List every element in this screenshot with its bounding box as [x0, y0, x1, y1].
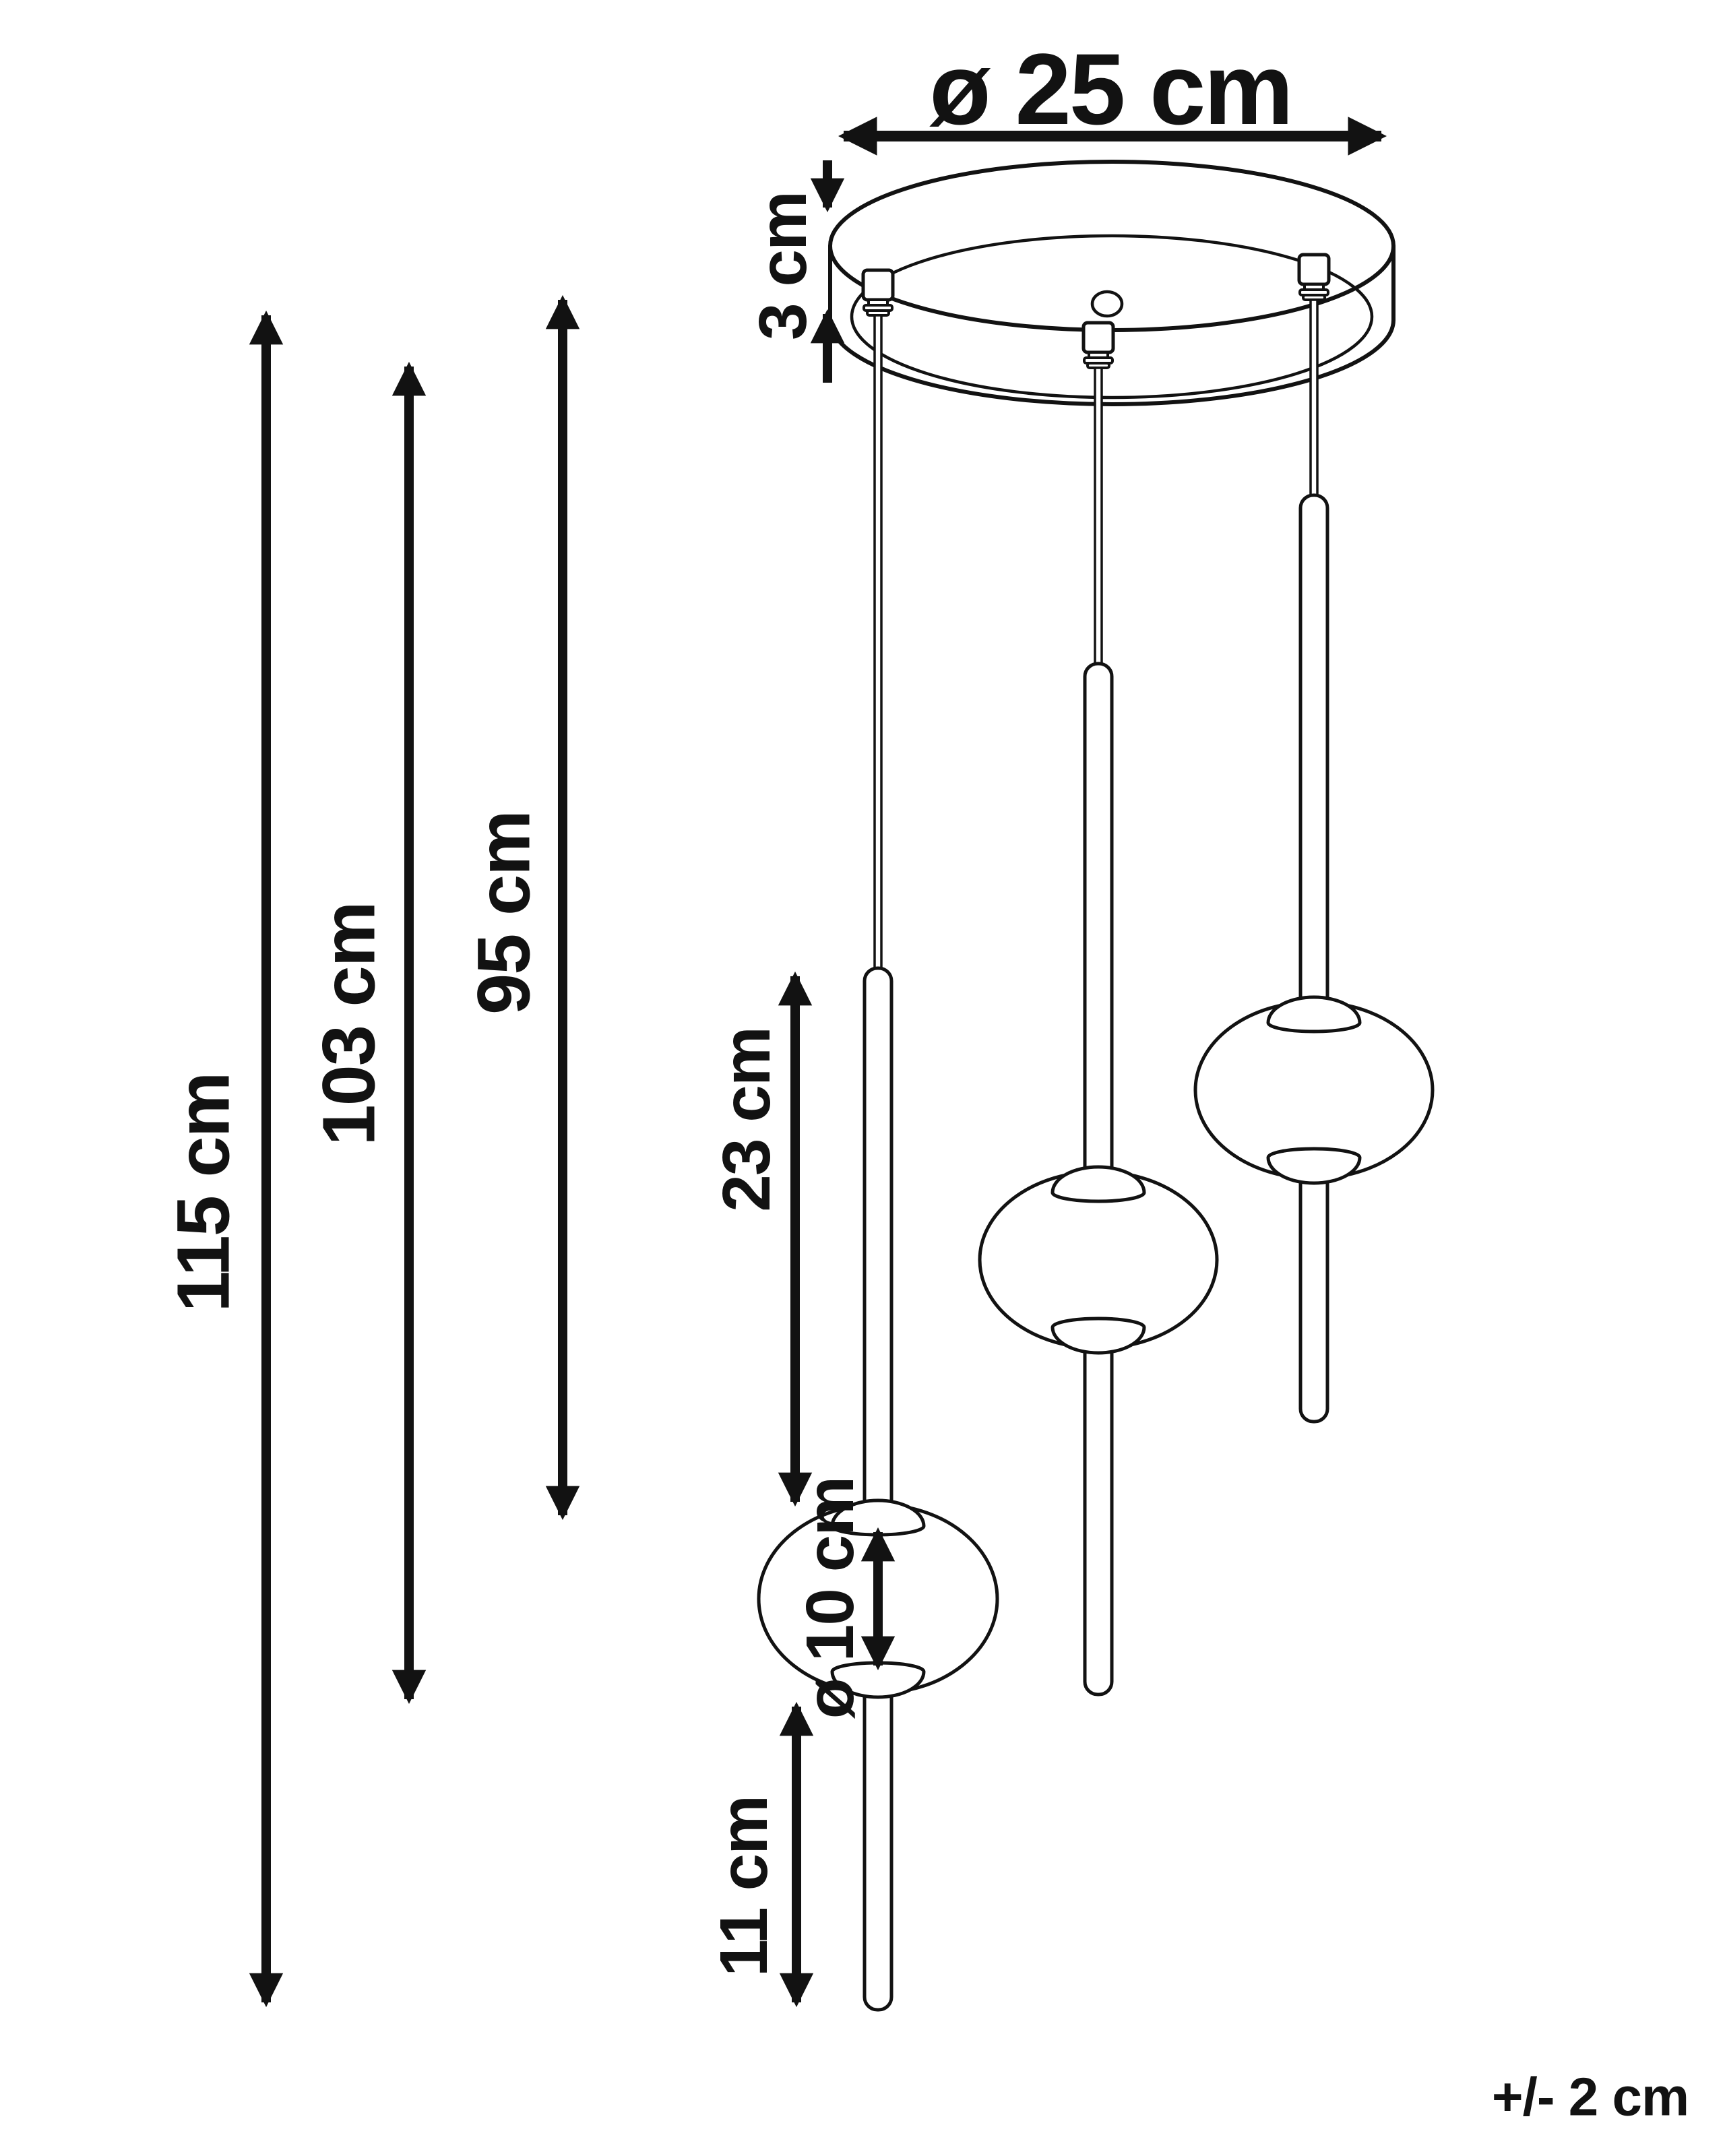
- dim-label-rod-below-globe: 11 cm: [706, 1796, 782, 1977]
- pendant-center-lower-rod: [1083, 1339, 1114, 1697]
- dim-label-canopy-height: 3 cm: [745, 192, 821, 340]
- pendant-center: [978, 662, 1219, 1697]
- canopy-top-rim: [828, 160, 1395, 332]
- pendant-right-globe-top-cap: [1266, 995, 1362, 1034]
- pendant-left: [757, 966, 999, 2012]
- suspension-cord-left: [873, 314, 883, 974]
- pendant-center-globe-bottom-cap: [1050, 1317, 1146, 1355]
- cord-grip-right: [1297, 253, 1331, 301]
- pendant-left-lower-rod: [862, 1679, 893, 2012]
- suspension-cord-right: [1309, 298, 1319, 501]
- pendant-center-upper-rod: [1083, 662, 1114, 1184]
- pendant-right-lower-rod: [1298, 1169, 1329, 1424]
- dim-label-rod-above-globe: 23 cm: [709, 1027, 784, 1212]
- dim-label-drop-longest: 115 cm: [162, 1073, 245, 1312]
- pendant-right-globe-bottom-cap: [1266, 1147, 1362, 1185]
- pendant-left-upper-rod: [862, 966, 893, 1525]
- dim-label-canopy-diameter: ø 25 cm: [929, 32, 1292, 146]
- canopy-bottom-face: [850, 234, 1374, 400]
- pendant-right: [1193, 493, 1435, 1424]
- dim-label-drop-shortest: 95 cm: [463, 811, 546, 1015]
- pendant-center-globe-top-cap: [1050, 1165, 1146, 1203]
- suspension-cord-center: [1094, 367, 1103, 669]
- canopy-mounting-hole: [1090, 290, 1124, 318]
- dim-label-drop-middle: 103 cm: [308, 902, 391, 1145]
- cord-grip-left: [861, 268, 895, 317]
- dim-label-globe-diameter: ø 10 cm: [792, 1478, 868, 1719]
- tolerance-note: +/- 2 cm: [1492, 2067, 1689, 2127]
- pendant-left-globe-bottom-cap: [830, 1661, 926, 1699]
- pendant-right-upper-rod: [1298, 493, 1329, 1016]
- pendant-left-globe-top-cap: [830, 1498, 926, 1537]
- canopy-bottom-rim: [828, 318, 1395, 406]
- cord-grip-center: [1081, 321, 1115, 369]
